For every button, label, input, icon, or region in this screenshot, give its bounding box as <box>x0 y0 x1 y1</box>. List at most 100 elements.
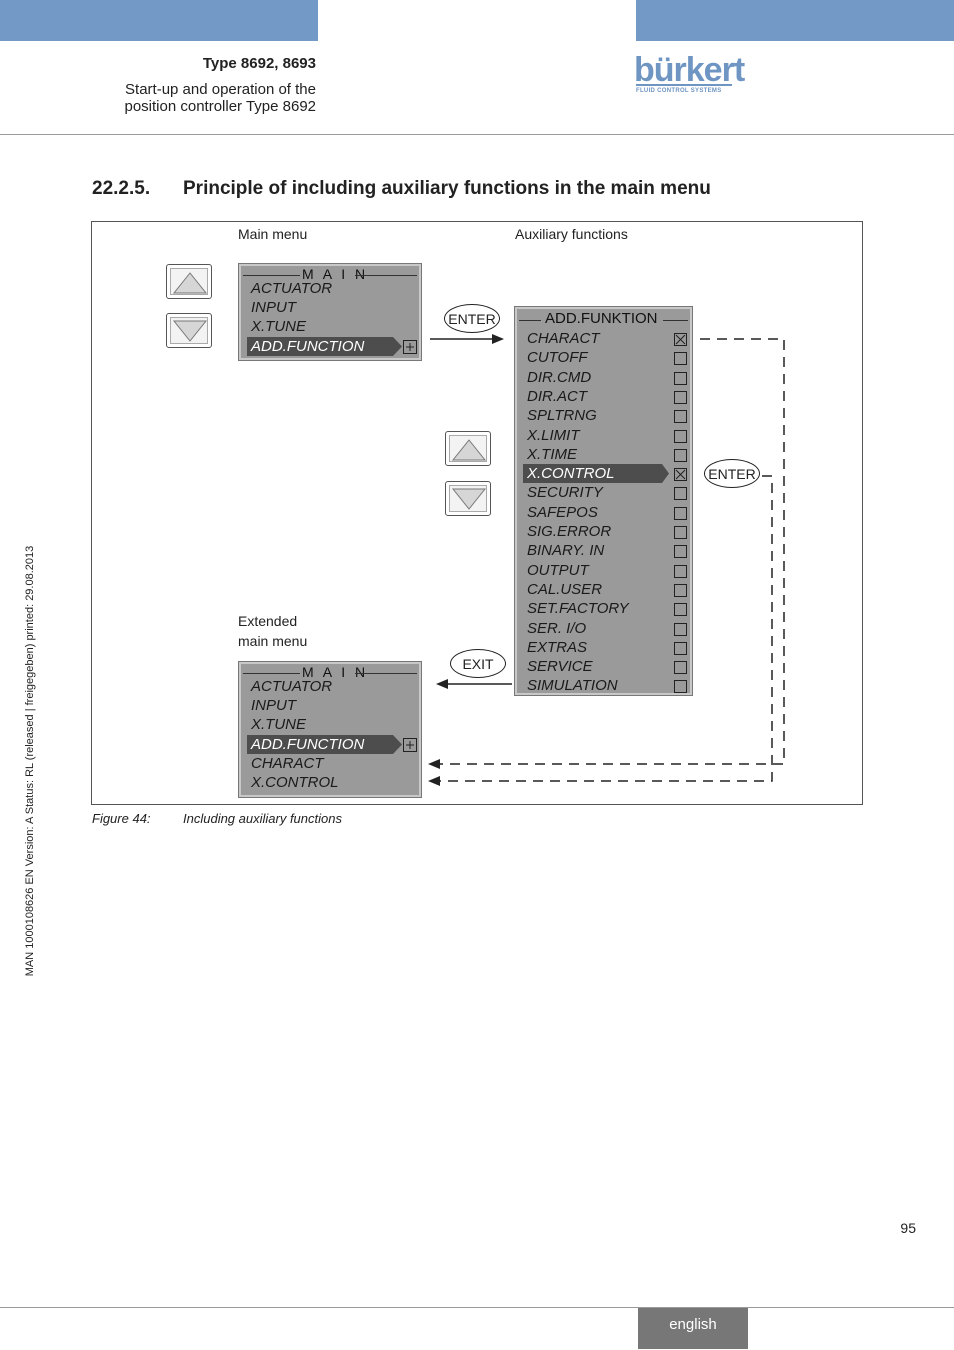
title-rule-right <box>663 320 688 321</box>
empty-box-icon <box>674 371 687 385</box>
title-rule-right <box>355 275 417 276</box>
aux-function-item: SECURITY <box>527 484 603 502</box>
empty-box-icon <box>674 410 687 424</box>
selection-pointer <box>662 464 669 484</box>
label-auxiliary-functions: Auxiliary functions <box>515 226 628 242</box>
section-number: 22.2.5. <box>92 178 151 199</box>
language-tab: english <box>638 1308 748 1349</box>
document-type: Type 8692, 8693 <box>202 55 316 72</box>
empty-box-icon <box>674 661 687 675</box>
label-main-menu: Main menu <box>238 226 308 242</box>
empty-box-icon <box>674 487 687 501</box>
aux-function-item: CAL.USER <box>527 580 603 598</box>
logo-tagline: FLUID CONTROL SYSTEMS <box>636 88 722 94</box>
checked-box-icon <box>674 333 687 346</box>
selection-pointer <box>393 337 402 356</box>
aux-function-item: SER. I/O <box>527 619 587 637</box>
arrow-left-exit <box>436 679 512 689</box>
main-menu-item: INPUT <box>251 299 296 316</box>
aux-function-item: CUTOFF <box>527 349 588 367</box>
title-rule-left <box>519 320 541 321</box>
main-menu-item-selected: ADD.FUNCTION <box>251 338 365 355</box>
empty-box-icon <box>674 583 687 597</box>
document-side-note: MAN 1000108626 EN Version: A Status: RL … <box>24 545 36 977</box>
empty-box-icon <box>674 352 687 366</box>
aux-function-item: SET.FACTORY <box>527 600 629 618</box>
extended-menu-item: INPUT <box>251 697 296 714</box>
empty-box-icon <box>674 448 687 462</box>
extended-menu-item: ACTUATOR <box>251 678 333 695</box>
triangle-up-icon <box>172 272 208 294</box>
aux-function-item: X.TIME <box>527 445 578 463</box>
title-rule-right <box>355 673 417 674</box>
empty-box-icon <box>674 680 687 694</box>
header-bar-right <box>636 0 954 41</box>
selection-bar <box>247 337 393 356</box>
aux-function-item: SPLTRNG <box>527 407 597 425</box>
document-subtitle-line1: Start-up and operation of the <box>125 81 316 98</box>
checked-box-icon <box>674 468 687 482</box>
main-menu-item: ACTUATOR <box>251 280 333 297</box>
enter-key-1: ENTER <box>444 304 500 333</box>
label-extended-line1: Extended <box>238 613 298 629</box>
arrow-down-key-aux <box>445 481 491 516</box>
page-number: 95 <box>900 1220 916 1236</box>
burkert-logo: bürkert <box>634 51 745 89</box>
plus-box-icon <box>403 738 417 752</box>
aux-function-item: BINARY. IN <box>527 542 605 560</box>
footer-rule <box>0 1307 954 1308</box>
aux-function-item: OUTPUT <box>527 561 589 579</box>
aux-function-item: SIMULATION <box>527 677 618 695</box>
main-menu-title: M A I N <box>302 266 369 282</box>
aux-menu-title: ADD.FUNKTION <box>545 310 658 327</box>
extended-menu-item: CHARACT <box>251 755 324 772</box>
aux-function-item: CHARACT <box>527 330 600 347</box>
header-rule <box>0 134 954 135</box>
extended-menu-item-selected: ADD.FUNCTION <box>251 736 365 753</box>
aux-function-item: SAFEPOS <box>527 503 598 521</box>
empty-box-icon <box>674 622 687 636</box>
aux-function-item: EXTRAS <box>527 638 588 656</box>
main-menu-display: M A I N ACTUATOR INPUT X.TUNE ADD.FUNCTI… <box>239 264 421 360</box>
triangle-down-icon <box>172 320 208 342</box>
label-extended-main-menu: Extended main menu <box>238 611 307 651</box>
logo-bar <box>636 84 732 86</box>
enter-key-2: ENTER <box>704 459 760 488</box>
main-menu-item: X.TUNE <box>251 318 307 335</box>
aux-function-item: SERVICE <box>527 658 593 676</box>
section-title: Principle of including auxiliary functio… <box>183 178 711 199</box>
triangle-down-icon <box>451 488 487 510</box>
arrow-up-key-aux <box>445 431 491 466</box>
empty-box-icon <box>674 603 687 617</box>
figure-caption-label: Figure 44: <box>92 811 151 826</box>
extended-menu-item: X.CONTROL <box>251 774 339 791</box>
arrow-right-enter <box>430 334 504 344</box>
extended-menu-title: M A I N <box>302 664 369 680</box>
empty-box-icon <box>674 506 687 520</box>
aux-function-item: X.LIMIT <box>527 426 580 444</box>
empty-box-icon <box>674 545 687 559</box>
aux-function-item: DIR.CMD <box>527 368 592 386</box>
exit-key: EXIT <box>450 649 506 678</box>
selection-pointer <box>393 735 402 754</box>
plus-box-icon <box>403 340 417 354</box>
selection-bar <box>247 735 393 754</box>
empty-box-icon <box>674 390 687 404</box>
aux-function-item: SIG.ERROR <box>527 523 612 540</box>
header-bar-left <box>0 0 318 41</box>
label-extended-line2: main menu <box>238 633 308 649</box>
title-rule-left <box>243 673 300 674</box>
document-subtitle: Start-up and operation of the position c… <box>0 81 316 115</box>
title-rule-left <box>243 275 300 276</box>
extended-menu-display: M A I N ACTUATOR INPUT X.TUNE ADD.FUNCTI… <box>239 662 421 797</box>
figure-caption-text: Including auxiliary functions <box>183 811 342 826</box>
empty-box-icon <box>674 429 687 443</box>
empty-box-icon <box>674 526 687 539</box>
figure-frame <box>91 221 863 805</box>
empty-box-icon <box>674 564 687 578</box>
extended-menu-item: X.TUNE <box>251 716 307 733</box>
empty-box-icon <box>674 641 687 655</box>
arrow-down-key <box>166 313 212 348</box>
arrow-up-key <box>166 264 212 299</box>
